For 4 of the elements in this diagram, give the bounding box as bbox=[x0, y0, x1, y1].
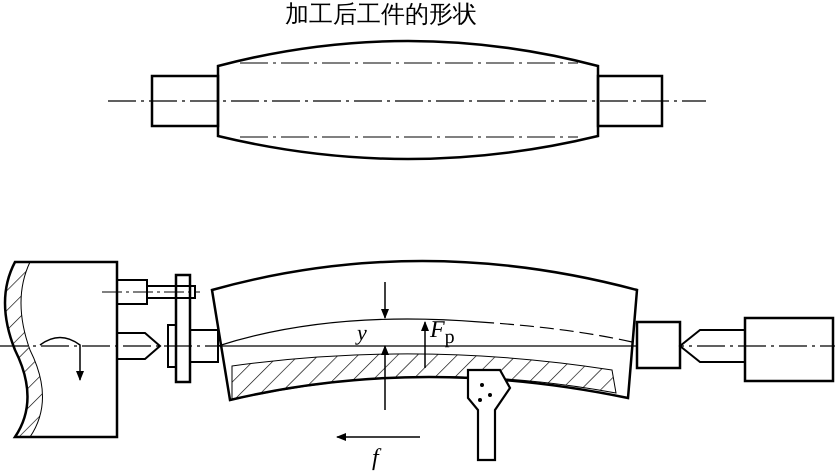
dimension-label: y bbox=[357, 322, 367, 344]
drawing-title: 加工后工件的形状 bbox=[285, 3, 477, 27]
feed-label: f bbox=[372, 446, 379, 470]
force-label: F$_{p}$ bbox=[430, 318, 455, 347]
